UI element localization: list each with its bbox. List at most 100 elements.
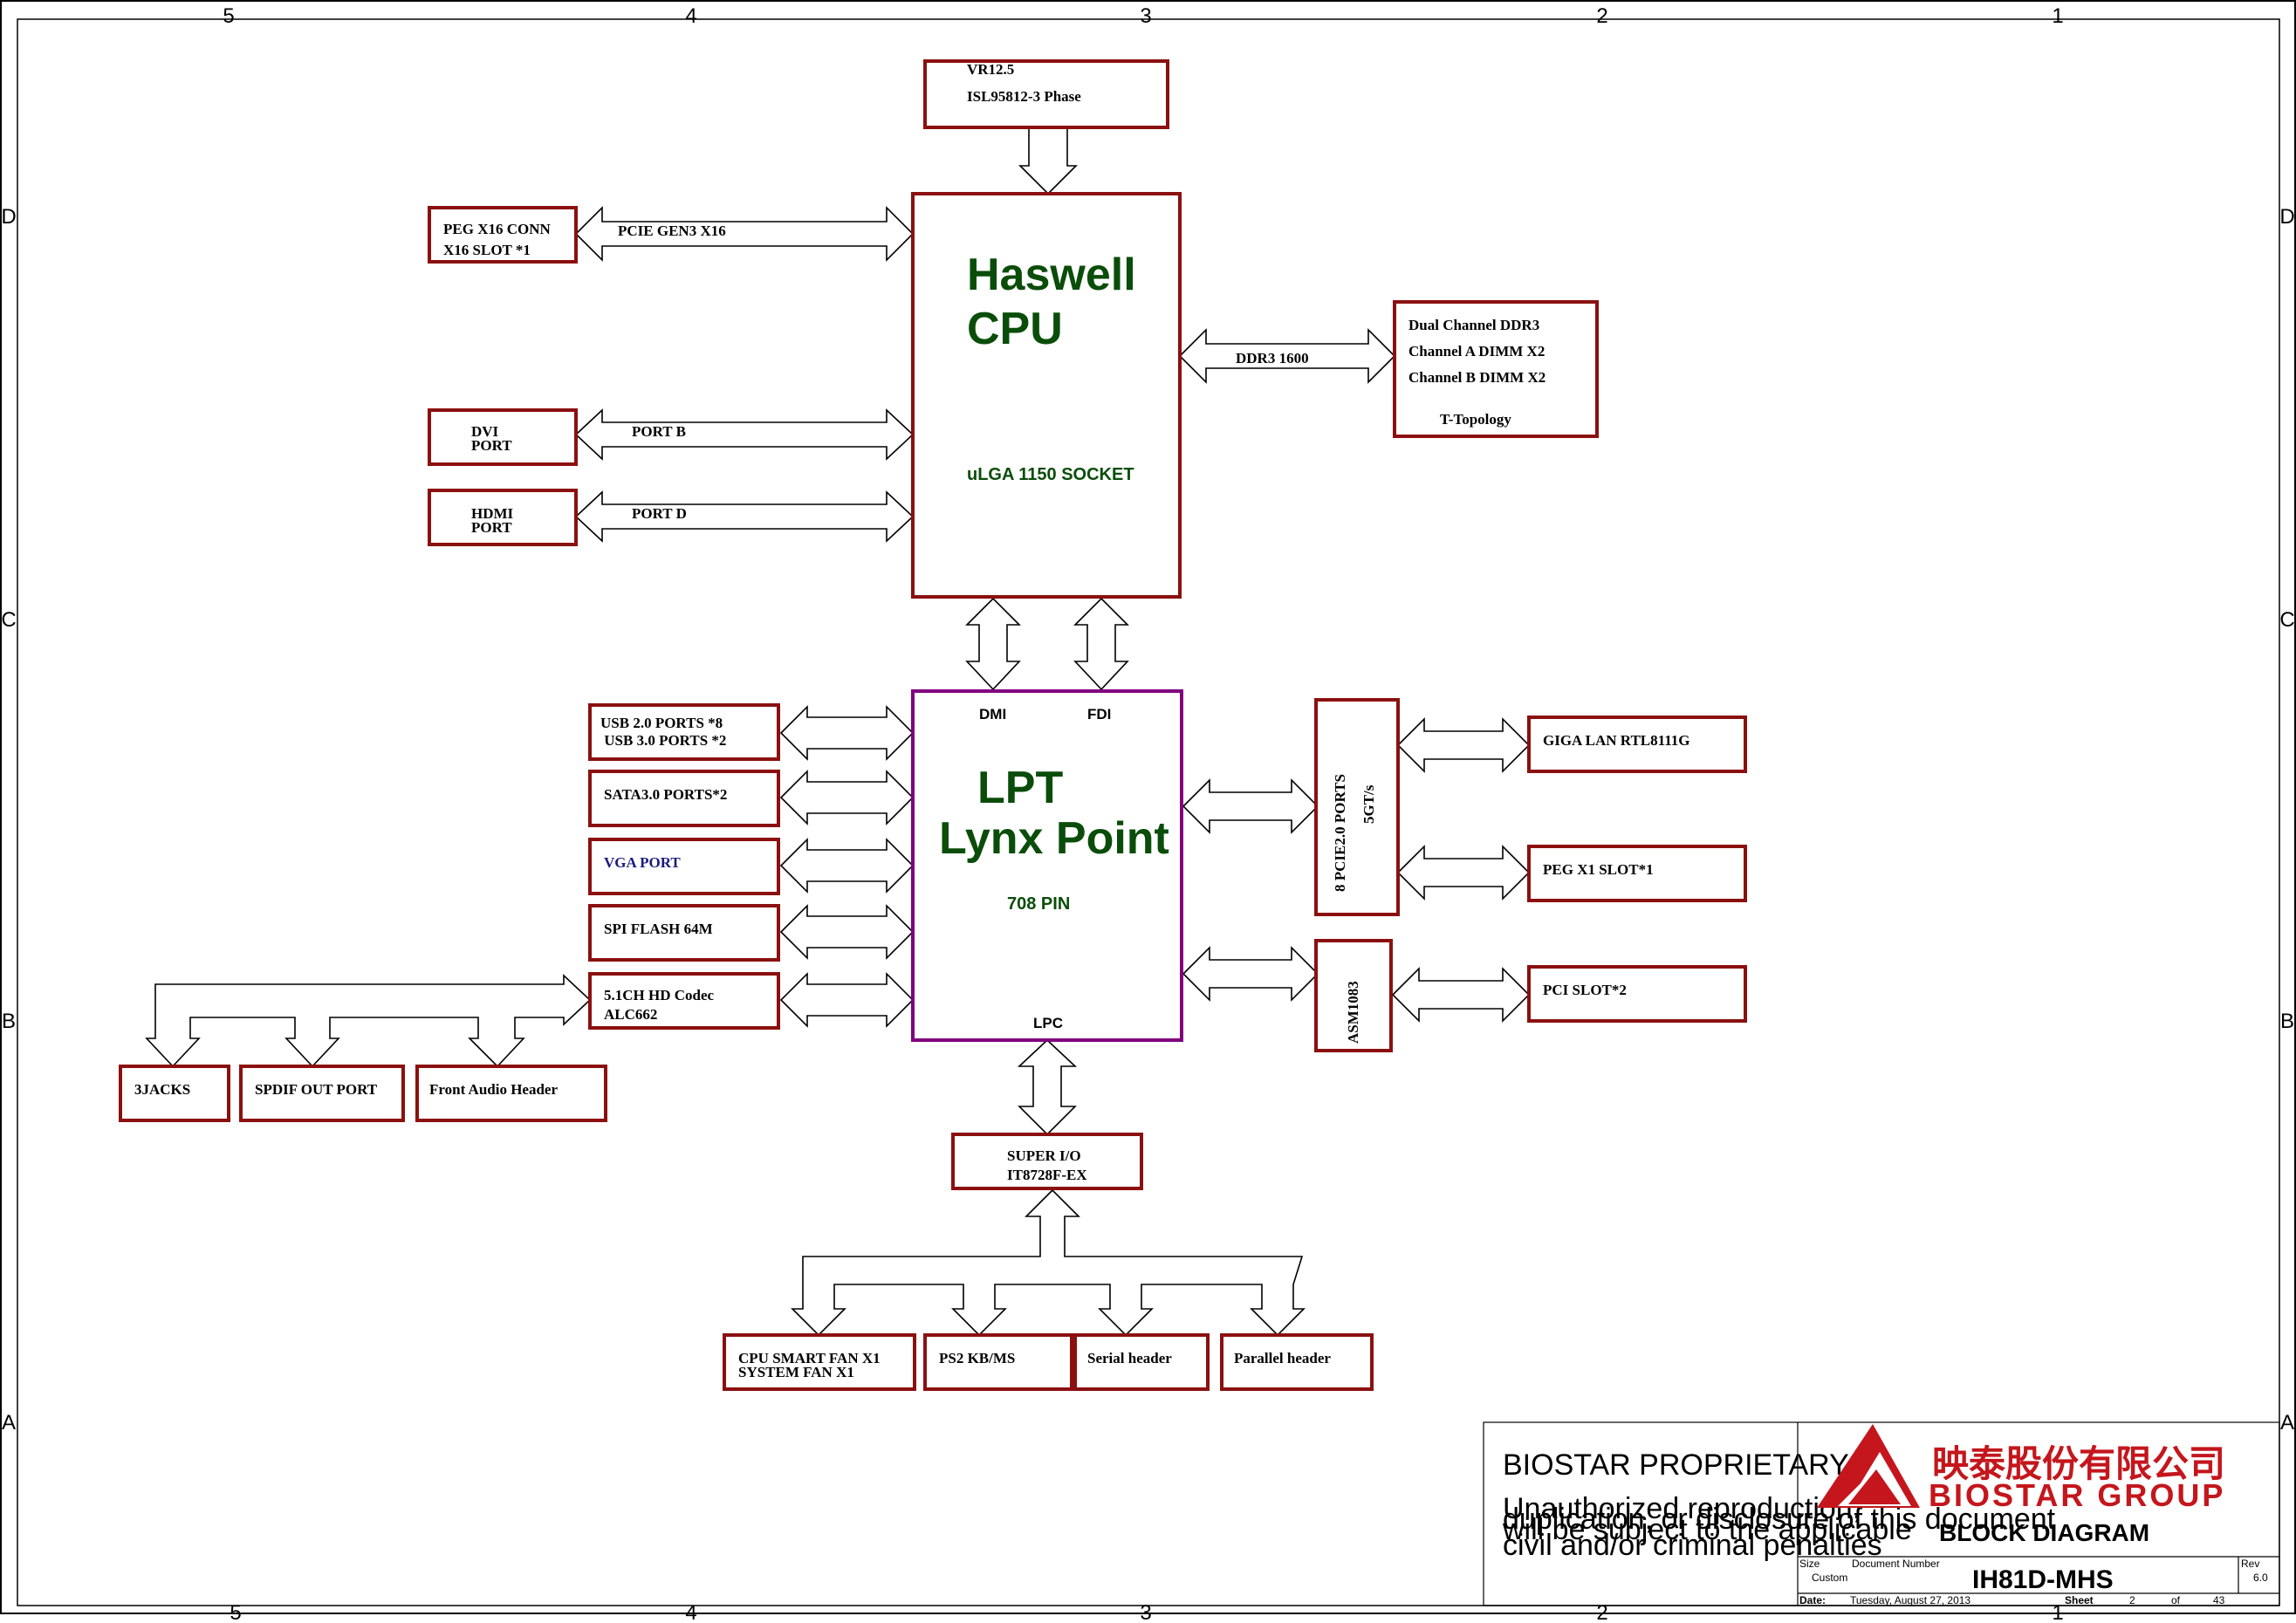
zone-col-2-top: 2 bbox=[1596, 4, 1607, 28]
pch-box bbox=[911, 689, 1183, 1042]
size-label: Size bbox=[1799, 1558, 1820, 1570]
ddr3-bus-label: DDR3 1600 bbox=[1236, 350, 1309, 366]
peg-x1-label: PEG X1 SLOT*1 bbox=[1543, 861, 1654, 878]
fdi-label: FDI bbox=[1087, 706, 1111, 722]
zone-col-1-bottom: 1 bbox=[2052, 1601, 2063, 1623]
hd-codec-box bbox=[588, 972, 780, 1030]
hd-codec-line2: ALC662 bbox=[604, 1006, 657, 1023]
peg-x16-box bbox=[428, 206, 578, 264]
usb-line2: USB 3.0 PORTS *2 bbox=[600, 732, 726, 749]
lan-bus bbox=[1396, 717, 1531, 773]
zone-col-4-bottom: 4 bbox=[685, 1601, 696, 1623]
company-name-cn: 映泰股份有限公司 bbox=[1932, 1443, 2225, 1484]
date-value: Tuesday, August 27, 2013 bbox=[1850, 1594, 1970, 1606]
sata-bus bbox=[779, 770, 915, 825]
diagram-title: BLOCK DIAGRAM bbox=[1939, 1519, 2149, 1546]
hdmi-line2: PORT bbox=[471, 519, 512, 536]
asm1083-box bbox=[1314, 939, 1393, 1052]
vr-box bbox=[923, 59, 1169, 129]
doc-number-label: Document Number bbox=[1852, 1558, 1940, 1570]
giga-lan-label: GIGA LAN RTL8111G bbox=[1543, 732, 1690, 749]
pci-slot-label: PCI SLOT*2 bbox=[1543, 982, 1627, 998]
jacks-label: 3JACKS bbox=[134, 1081, 190, 1098]
fdi-bus bbox=[1073, 597, 1129, 691]
pci-slot-bus bbox=[1391, 967, 1531, 1023]
hd-codec-line1: 5.1CH HD Codec bbox=[604, 987, 715, 1003]
vr-to-cpu-arrow bbox=[1018, 127, 1078, 195]
dimm-line2: Channel A DIMM X2 bbox=[1408, 343, 1545, 360]
dimm-line1: Dual Channel DDR3 bbox=[1408, 317, 1539, 333]
zone-col-3-top: 3 bbox=[1140, 4, 1151, 28]
zone-row-b-left: B bbox=[2, 1010, 16, 1033]
cpu-title-1: Haswell bbox=[967, 250, 1136, 300]
pch-pins: 708 PIN bbox=[1007, 894, 1070, 914]
date-label: Date: bbox=[1799, 1594, 1826, 1606]
parallel-header-box bbox=[1220, 1333, 1374, 1391]
cpu-title-2: CPU bbox=[967, 304, 1063, 354]
lpc-bus bbox=[1017, 1038, 1078, 1136]
usb-line1: USB 2.0 PORTS *8 bbox=[600, 715, 723, 731]
dmi-label: DMI bbox=[979, 706, 1006, 722]
zone-row-c-left: C bbox=[1, 608, 16, 632]
pcie-gen3-label: PCIE GEN3 X16 bbox=[618, 223, 726, 239]
dvi-box bbox=[428, 408, 578, 466]
pcie-ports-box bbox=[1314, 698, 1400, 916]
spdif-label: SPDIF OUT PORT bbox=[255, 1081, 378, 1098]
vr-line1: VR12.5 bbox=[967, 61, 1014, 78]
peg-x16-line2: X16 SLOT *1 bbox=[443, 242, 531, 258]
cpu-box bbox=[911, 192, 1182, 599]
ps2-label: PS2 KB/MS bbox=[939, 1350, 1015, 1366]
zone-col-5-top: 5 bbox=[223, 4, 234, 28]
parallel-header-label: Parallel header bbox=[1234, 1350, 1331, 1366]
sata-label: SATA3.0 PORTS*2 bbox=[604, 786, 727, 803]
rev-value: 6.0 bbox=[2253, 1572, 2268, 1584]
pch-title-1: LPT bbox=[977, 763, 1063, 813]
spi-bus bbox=[779, 904, 915, 960]
sata-box bbox=[588, 770, 780, 827]
zone-col-4-top: 4 bbox=[685, 4, 696, 28]
front-audio-label: Front Audio Header bbox=[429, 1081, 558, 1098]
hdmi-box bbox=[428, 489, 578, 546]
spdif-box bbox=[239, 1065, 405, 1122]
ps2-box bbox=[923, 1333, 1073, 1391]
proprietary-notice-5: civil and/or criminal penalties bbox=[1503, 1529, 1882, 1562]
zone-row-b-right: B bbox=[2280, 1010, 2294, 1033]
zone-row-a-right: A bbox=[2280, 1411, 2294, 1435]
size-value: Custom bbox=[1812, 1572, 1847, 1584]
sheet-value: 2 bbox=[2129, 1594, 2135, 1606]
hda-bus bbox=[779, 972, 915, 1028]
usb-box bbox=[588, 703, 780, 761]
sheet-inner-border bbox=[17, 18, 2280, 1606]
vga-box bbox=[588, 838, 780, 895]
peg-x16-line1: PEG X16 CONN bbox=[443, 221, 552, 237]
super-io-line1: SUPER I/O bbox=[1007, 1147, 1081, 1164]
company-name-en: BIOSTAR GROUP bbox=[1929, 1477, 2225, 1513]
proprietary-notice-2: Unauthorized reproduction, bbox=[1503, 1492, 1861, 1525]
proprietary-notice-4: will be subject to the applicable bbox=[1502, 1513, 1912, 1546]
sheet-label: Sheet bbox=[2065, 1594, 2094, 1606]
super-io-line2: IT8728F-EX bbox=[1007, 1167, 1087, 1183]
dimm-line3: Channel B DIMM X2 bbox=[1408, 369, 1546, 386]
serial-header-label: Serial header bbox=[1087, 1350, 1172, 1366]
serial-header-box bbox=[1073, 1333, 1210, 1391]
doc-number-value: IH81D-MHS bbox=[1972, 1565, 2114, 1594]
pcie-ports-line1: 8 PCIE2.0 PORTS bbox=[1332, 774, 1348, 892]
zone-row-c-right: C bbox=[2279, 608, 2294, 632]
spi-flash-box bbox=[588, 904, 780, 962]
rev-label: Rev bbox=[2241, 1558, 2259, 1570]
fan-box bbox=[723, 1333, 916, 1391]
of-label: of bbox=[2171, 1594, 2181, 1606]
asm1083-label: ASM1083 bbox=[1345, 981, 1361, 1044]
vga-label: VGA PORT bbox=[604, 854, 681, 871]
cpu-socket: uLGA 1150 SOCKET bbox=[967, 465, 1134, 484]
fan-line2: SYSTEM FAN X1 bbox=[738, 1364, 854, 1380]
dvi-line1: DVI bbox=[471, 423, 499, 440]
pcie-ports-line2: 5GT/s bbox=[1360, 784, 1377, 824]
front-audio-box bbox=[415, 1065, 607, 1122]
port-d-bus bbox=[574, 490, 915, 543]
peg-x1-box bbox=[1527, 845, 1747, 902]
biostar-logo bbox=[1817, 1424, 1920, 1508]
zone-row-d-left: D bbox=[1, 205, 16, 229]
